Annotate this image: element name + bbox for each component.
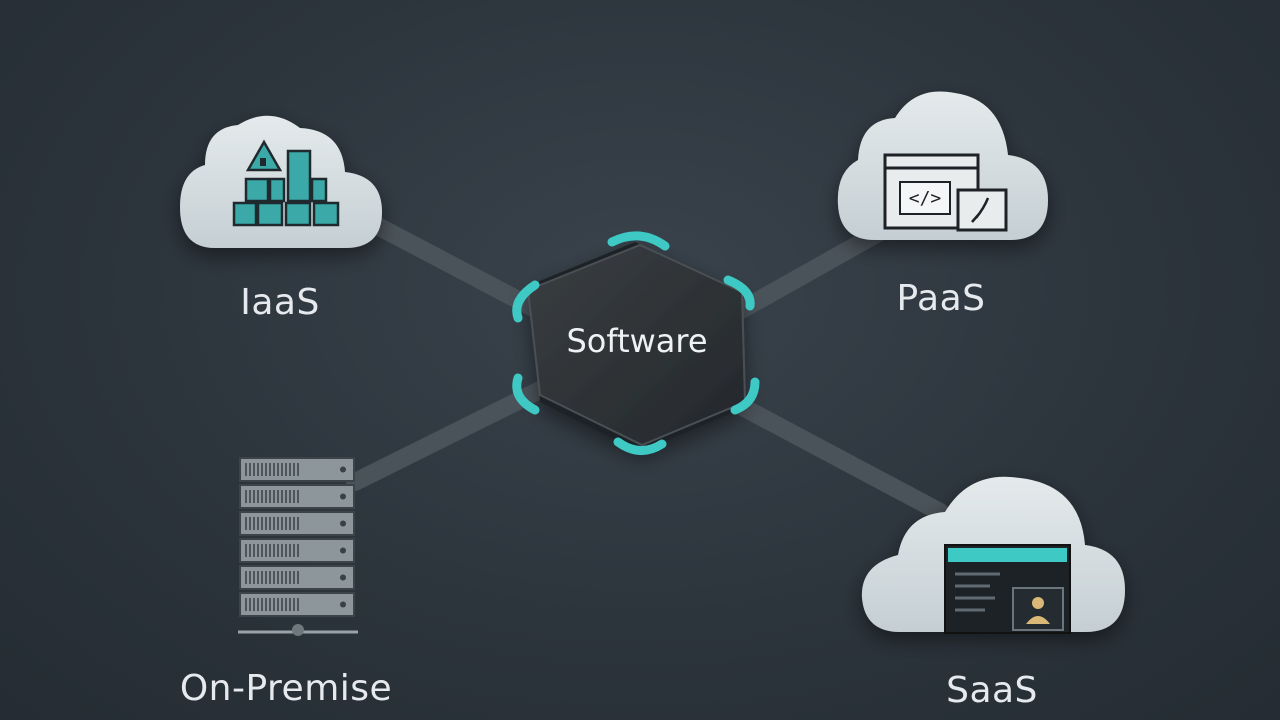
paas-label: PaaS	[896, 278, 986, 319]
saas-label: SaaS	[946, 670, 1038, 711]
iaas-label: IaaS	[240, 282, 320, 323]
onprem-label: On-Premise	[179, 668, 393, 709]
hub-accent-top	[607, 231, 670, 251]
connector-iaas	[361, 213, 569, 331]
server-unit	[239, 511, 355, 536]
server-unit	[239, 592, 355, 617]
infrastructure-blocks-icon	[232, 139, 340, 227]
server-unit	[239, 484, 355, 509]
server-unit	[239, 457, 355, 482]
connector-onprem	[346, 371, 569, 491]
hub-accent-lower-right	[730, 377, 760, 415]
hub-accent-lower-left	[512, 373, 540, 415]
hub-accent-left	[512, 280, 540, 323]
app-profile-window-icon	[944, 544, 1071, 634]
server-rack-icon	[238, 457, 358, 636]
code-window-icon: </>	[883, 153, 1008, 232]
connector-paas	[711, 223, 889, 331]
server-unit	[239, 538, 355, 563]
software-hub	[512, 231, 760, 455]
hub-label: Software	[566, 322, 708, 360]
hub-accent-right	[723, 275, 755, 311]
hub-accent-bottom	[613, 437, 667, 455]
server-unit	[239, 565, 355, 590]
svg-text:</>: </>	[909, 188, 942, 209]
connector-saas	[711, 386, 949, 521]
